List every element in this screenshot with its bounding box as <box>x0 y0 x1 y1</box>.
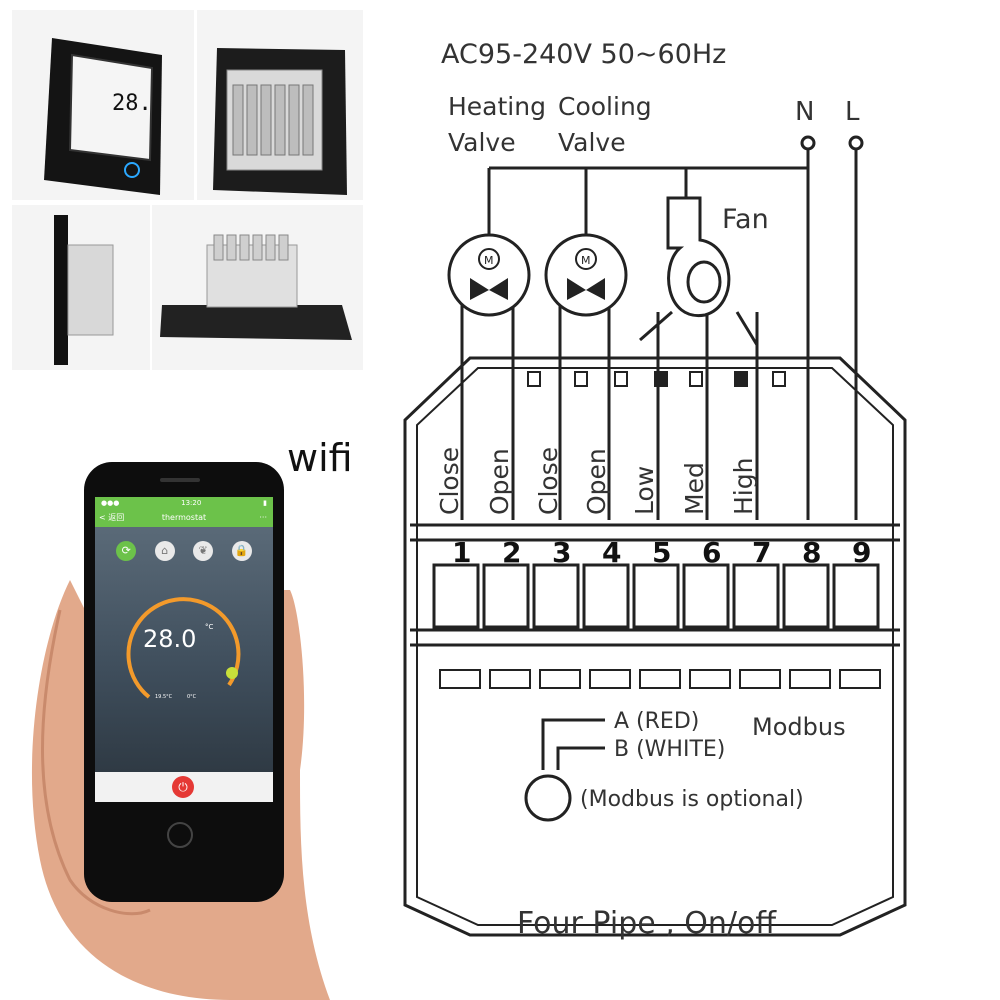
product-photo-front: 28. <box>12 10 194 200</box>
leaf-icon[interactable]: ❦ <box>193 541 214 561</box>
modbus-title: Modbus <box>752 713 846 741</box>
neutral-terminal <box>800 135 816 151</box>
thermostat-bottom-illustration <box>160 234 352 340</box>
signal-icon: ●●● <box>101 499 120 507</box>
terminal-number: 9 <box>852 536 871 569</box>
product-photo-side <box>12 205 150 370</box>
terminal-number: 7 <box>752 536 771 569</box>
app-header: < 返回 thermostat ··· <box>95 509 273 527</box>
svg-text:M: M <box>484 254 494 267</box>
fan-symbol <box>666 196 731 317</box>
current-temperature: 0°C <box>187 694 197 700</box>
home-icon[interactable]: ⌂ <box>154 541 175 561</box>
svg-text:28.: 28. <box>112 91 152 116</box>
phone-screen: ●●● 13:20 ▮ < 返回 thermostat ··· ⟳ ⌂ ❦ 🔒 … <box>95 497 273 802</box>
power-button[interactable]: ⏻ <box>172 776 194 798</box>
terminal-number: 2 <box>502 536 521 569</box>
svg-text:M: M <box>581 254 591 267</box>
screw-terminals <box>432 563 880 629</box>
terminal-number: 8 <box>802 536 821 569</box>
modbus-wiring <box>524 718 605 822</box>
battery-icon: ▮ <box>263 499 267 507</box>
supply-rating: AC95-240V 50~60Hz <box>441 39 726 70</box>
temperature-value: 28.0 <box>143 625 197 653</box>
diagram-caption: Four Pipe , On/off <box>517 906 777 941</box>
dial-knob[interactable] <box>226 667 238 679</box>
set-temperature: 19.5°C <box>155 694 173 700</box>
app-body: ⟳ ⌂ ❦ 🔒 28.0 °C 19.5°C 0°C <box>95 527 273 772</box>
modbus-a-label: A (RED) <box>614 709 699 734</box>
terminal-number: 5 <box>652 536 671 569</box>
terminal-function-label: Close <box>534 447 563 515</box>
temperature-dial[interactable] <box>119 585 249 715</box>
terminal-function-label: Close <box>435 447 464 515</box>
lock-icon[interactable]: 🔒 <box>231 541 252 561</box>
live-terminal <box>848 135 864 151</box>
wifi-label: wifi <box>287 436 353 480</box>
thermostat-back-illustration <box>213 48 347 195</box>
terminal-function-label: Open <box>485 448 514 515</box>
product-photo-back <box>197 10 363 200</box>
top-slots <box>527 371 786 387</box>
heating-valve-label-2: Valve <box>448 128 516 157</box>
fan-label: Fan <box>722 204 769 235</box>
modbus-note: (Modbus is optional) <box>580 787 804 812</box>
cooling-valve-symbol: M <box>544 233 628 317</box>
status-bar: ●●● 13:20 ▮ <box>95 497 273 509</box>
terminal-number: 3 <box>552 536 571 569</box>
temperature-unit: °C <box>205 623 214 631</box>
terminal-function-label: High <box>729 458 758 515</box>
terminal-number: 1 <box>452 536 471 569</box>
thermostat-front-illustration: 28. <box>44 38 162 195</box>
lower-slots <box>439 669 881 689</box>
terminal-number: 4 <box>602 536 621 569</box>
power-bar: ⏻ <box>95 772 273 802</box>
neutral-label: N <box>795 97 814 127</box>
terminal-function-label: Med <box>680 462 709 515</box>
mode-auto-icon[interactable]: ⟳ <box>116 541 137 561</box>
terminal-function-label: Open <box>582 448 611 515</box>
back-button[interactable]: < 返回 <box>99 513 125 522</box>
heating-valve-label-1: Heating <box>448 92 546 121</box>
mode-row: ⟳ ⌂ ❦ 🔒 <box>95 527 273 561</box>
terminal-function-label: Low <box>630 466 659 515</box>
cooling-valve-label-2: Valve <box>558 128 626 157</box>
terminal-number: 6 <box>702 536 721 569</box>
product-photo-bottom <box>152 205 363 370</box>
modbus-b-label: B (WHITE) <box>614 737 725 762</box>
live-label: L <box>845 97 860 127</box>
heating-valve-symbol: M <box>447 233 531 317</box>
thermostat-side-illustration <box>54 215 114 365</box>
terminal-function-labels: Close Open Close Open Low Med High <box>435 447 758 515</box>
app-title: thermostat <box>161 513 207 522</box>
terminal-block-housing <box>403 356 907 937</box>
clock: 13:20 <box>181 499 202 507</box>
wiring-lines <box>460 150 858 520</box>
cooling-valve-label-1: Cooling <box>558 92 652 121</box>
more-icon[interactable]: ··· <box>259 513 267 522</box>
